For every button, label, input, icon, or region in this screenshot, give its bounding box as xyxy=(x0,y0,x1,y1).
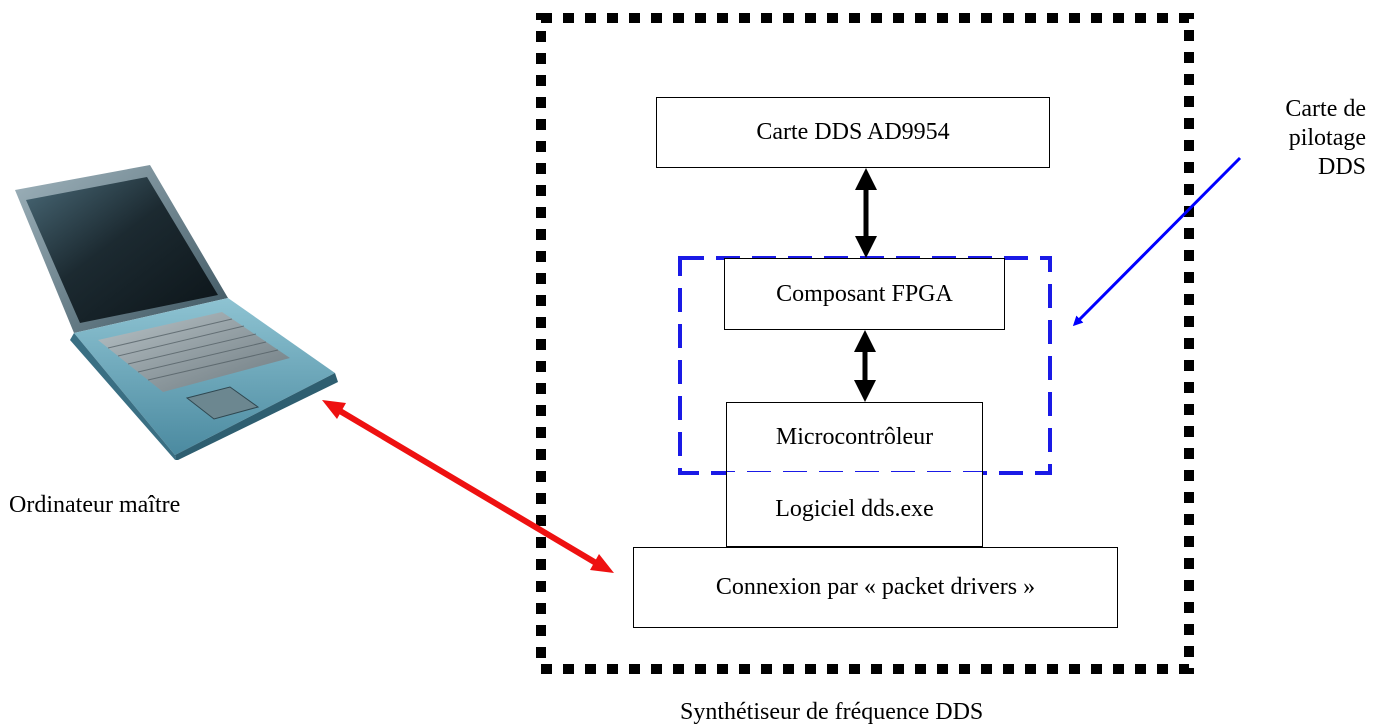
microcontroller-label: Microcontrôleur xyxy=(775,424,934,451)
synthesizer-label: Synthétiseur de fréquence DDS xyxy=(680,699,984,725)
pilot-card-label-line3: DDS xyxy=(1317,153,1366,180)
software-label: Logiciel dds.exe xyxy=(775,495,934,522)
connection-box: Connexion par « packet drivers » xyxy=(633,547,1118,628)
software-box: Logiciel dds.exe xyxy=(726,472,983,547)
pilot-card-pointer xyxy=(1072,156,1242,327)
fpga-box: Composant FPGA xyxy=(724,258,1005,330)
computer-label: Ordinateur maître xyxy=(9,492,181,518)
arrow-fpga-microcontroller xyxy=(854,330,876,402)
arrow-computer-connection xyxy=(322,400,614,573)
dds-card-box: Carte DDS AD9954 xyxy=(656,97,1050,168)
synthesizer-boundary xyxy=(536,13,1194,674)
fpga-label: Composant FPGA xyxy=(776,280,953,307)
pilot-card-label-line2: pilotage xyxy=(1288,124,1366,151)
connection-label: Connexion par « packet drivers » xyxy=(715,574,1036,601)
laptop-icon xyxy=(15,165,338,460)
arrow-dds-fpga xyxy=(855,168,877,258)
microcontroller-box: Microcontrôleur xyxy=(726,402,983,473)
pilot-card-label-line1: Carte de xyxy=(1285,96,1366,122)
pilot-card-label: Carte de pilotage DDS xyxy=(1236,95,1366,181)
dds-card-label: Carte DDS AD9954 xyxy=(756,119,950,146)
